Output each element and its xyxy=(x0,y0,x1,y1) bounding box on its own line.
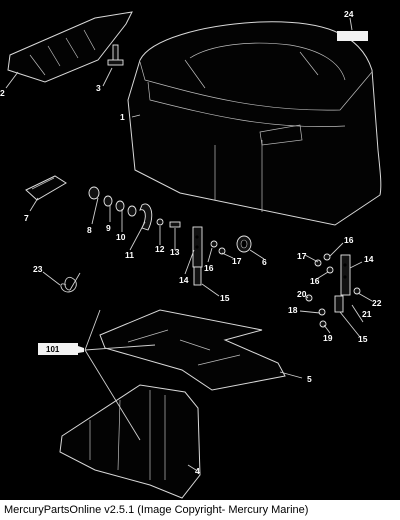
callout-3: 3 xyxy=(96,83,101,93)
callout-16-right-mid: 16 xyxy=(310,276,320,286)
bracket-left xyxy=(192,226,226,286)
bolt-3 xyxy=(107,44,124,66)
callout-22: 22 xyxy=(372,298,382,308)
callout-2: 2 xyxy=(0,88,5,98)
bracket-right xyxy=(305,253,361,328)
tube-label: 101 xyxy=(46,345,60,354)
callout-11: 11 xyxy=(125,250,134,260)
grommet-6 xyxy=(236,235,252,253)
seal-5 xyxy=(99,309,286,391)
callout-9: 9 xyxy=(106,223,111,233)
callout-13: 13 xyxy=(170,247,180,257)
copyright-footer: MercuryPartsOnline v2.5.1 (Image Copyrig… xyxy=(0,500,400,520)
rear-cover xyxy=(7,11,133,83)
callout-12: 12 xyxy=(155,244,165,254)
sealant-tube xyxy=(38,343,84,355)
callout-20: 20 xyxy=(297,289,307,299)
callout-4: 4 xyxy=(195,466,200,476)
callout-17-left: 17 xyxy=(232,256,242,266)
callout-10: 10 xyxy=(116,232,126,242)
callout-5: 5 xyxy=(307,374,312,384)
callout-21: 21 xyxy=(362,309,372,319)
callout-23: 23 xyxy=(33,264,43,274)
washers xyxy=(88,186,181,231)
latch-7 xyxy=(25,175,67,201)
callout-19: 19 xyxy=(323,333,333,343)
callout-1: 1 xyxy=(120,112,125,122)
callout-8: 8 xyxy=(87,225,92,235)
callout-24: 24 xyxy=(344,9,354,19)
callout-16-left: 16 xyxy=(204,263,214,273)
cable-23 xyxy=(60,272,81,293)
callout-14-left: 14 xyxy=(179,275,189,285)
top-cowl xyxy=(127,21,382,226)
callout-6: 6 xyxy=(262,257,267,267)
callout-14-right: 14 xyxy=(364,254,374,264)
parts-diagram: 1 2 3 24 7 8 9 10 11 12 13 14 15 16 17 6… xyxy=(0,9,382,499)
callout-15-left: 15 xyxy=(220,293,230,303)
panel-4 xyxy=(59,384,201,499)
callouts: 1 2 3 24 7 8 9 10 11 12 13 14 15 16 17 6… xyxy=(0,9,382,476)
callout-17-right: 17 xyxy=(297,251,307,261)
callout-18: 18 xyxy=(288,305,298,315)
decal-24 xyxy=(337,31,368,41)
callout-7: 7 xyxy=(24,213,29,223)
footer-text: MercuryPartsOnline v2.5.1 (Image Copyrig… xyxy=(4,504,309,516)
callout-16-right-top: 16 xyxy=(344,235,354,245)
callout-15-right: 15 xyxy=(358,334,368,344)
leader-lines xyxy=(5,17,373,471)
